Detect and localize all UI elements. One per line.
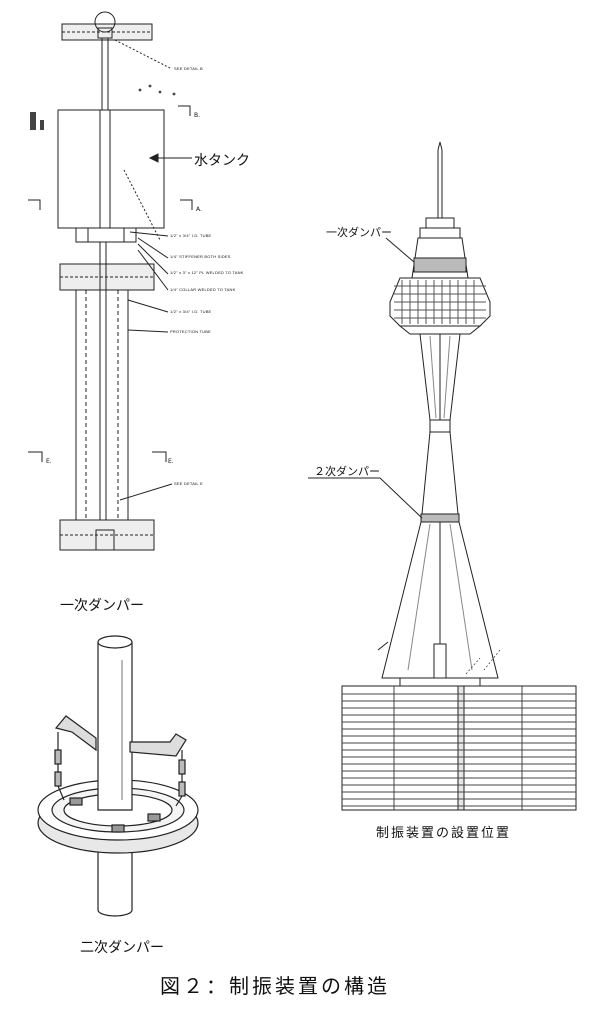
secondary-damper-label: 二次ダンパー xyxy=(80,940,164,956)
secondary-damper-drawing xyxy=(37,635,199,917)
tower-secondary-damper-label: ２次ダンパー xyxy=(314,465,380,478)
water-tank-label: 水タンク xyxy=(194,153,250,169)
primary-damper-label: 一次ダンパー xyxy=(60,598,144,614)
section-mark-e-right: E. xyxy=(168,458,174,465)
primary-damper-drawing xyxy=(28,11,193,551)
annotation-plate: 1/2" x 3" x 12" PL WELDED TO TANK xyxy=(170,270,244,275)
installation-position-caption: 制振装置の設置位置 xyxy=(376,826,512,841)
section-mark-e-left: E. xyxy=(46,458,52,465)
annotation-tube-top: 1/2" x 3/4" I.D. TUBE xyxy=(170,233,212,238)
tower-elevation-drawing xyxy=(308,141,577,811)
figure-caption: 図２：制振装置の構造 xyxy=(160,974,390,998)
annotation-collar: 1/4" COLLAR WELDED TO TANK xyxy=(170,287,236,292)
annotation-detail-e: SEE DETAIL E xyxy=(174,481,203,486)
tower-primary-damper-label: 一次ダンパー xyxy=(326,226,392,239)
annotation-tube-bottom: 1/2" x 3/4" I.D. TUBE xyxy=(170,309,212,314)
section-mark-a: A. xyxy=(196,206,202,213)
annotation-protection-tube: PROTECTION TUBE xyxy=(170,329,211,334)
annotation-stiffener: 1/4" STIFFENER BOTH SIDES xyxy=(170,254,231,259)
section-mark-b: B. xyxy=(194,112,201,119)
annotation-detail-b: SEE DETAIL B xyxy=(174,66,203,71)
